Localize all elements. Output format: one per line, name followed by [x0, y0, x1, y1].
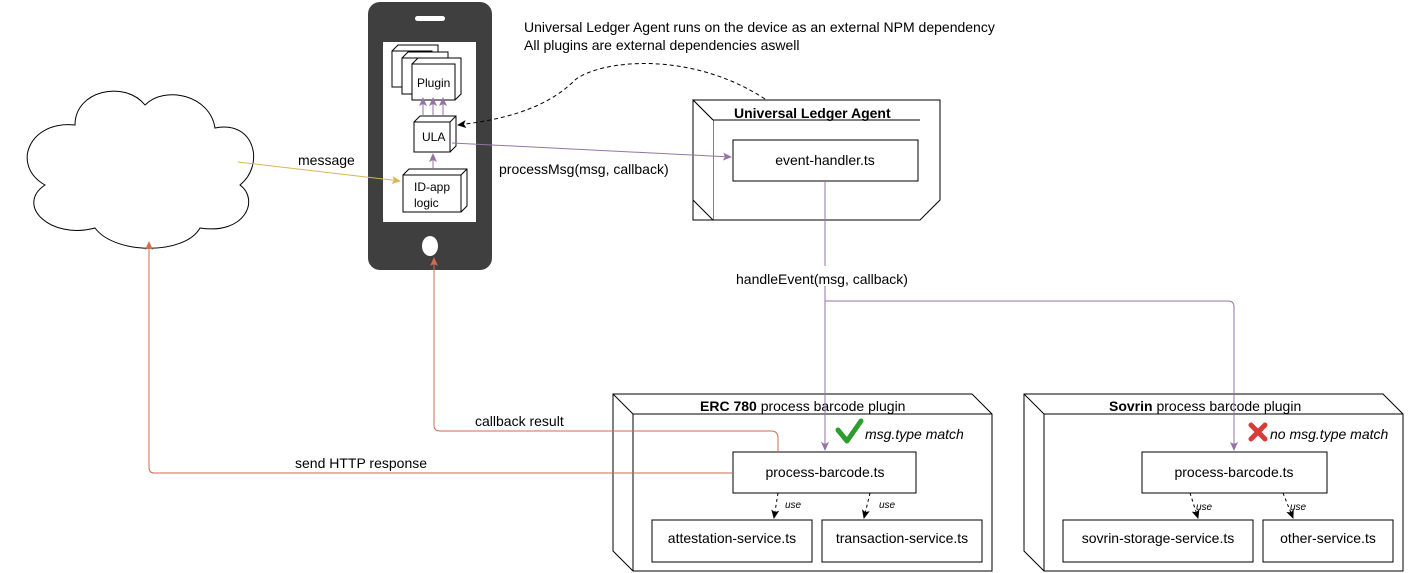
sovrin-use-arrow-2	[1282, 492, 1294, 519]
message-label: message	[298, 152, 355, 168]
plugin-label: Plugin	[417, 76, 450, 90]
check-icon	[835, 418, 864, 444]
event-handler-box	[732, 139, 919, 182]
process-msg-arrow	[451, 142, 732, 161]
erc-process-box	[732, 451, 917, 494]
sovrin-use-arrow-1	[1189, 492, 1200, 519]
sovrin-service2-box	[1262, 519, 1394, 563]
sovrin-node-title: Sovrin process barcode plugin	[1109, 398, 1301, 414]
idapp-label-2: logic	[414, 196, 439, 210]
handle-event-arrow-sovrin	[825, 300, 1238, 451]
send-http-label: send HTTP response	[295, 455, 427, 471]
erc-match-text: msg.type match	[865, 426, 964, 442]
erc-node-title: ERC 780 process barcode plugin	[700, 398, 905, 414]
sovrin-use-label-1: use	[1196, 502, 1213, 513]
dashed-reference-curve	[457, 63, 766, 129]
idapp-label-1: ID-app	[414, 180, 450, 194]
cross-icon	[1248, 422, 1268, 442]
erc-service1-box	[651, 519, 813, 563]
send-http-arrow	[145, 241, 733, 474]
message-arrow	[237, 161, 401, 185]
erc-service2-box	[821, 519, 983, 563]
note-line-1: Universal Ledger Agent runs on the devic…	[524, 19, 995, 35]
process-msg-label: processMsg(msg, callback)	[499, 161, 669, 177]
erc-service2-label: transaction-service.ts	[836, 530, 968, 546]
sovrin-service2-label: other-service.ts	[1280, 530, 1376, 546]
handle-event-label: handleEvent(msg, callback)	[736, 271, 908, 287]
callback-result-arrow	[430, 257, 779, 452]
plugin-stack	[391, 44, 462, 101]
sovrin-nomatch-text: no msg.type match	[1270, 426, 1388, 442]
note-line-2: All plugins are external dependencies as…	[524, 37, 800, 53]
sovrin-process-box	[1141, 451, 1328, 494]
ula-node-title: Universal Ledger Agent	[734, 105, 891, 121]
idapp-box	[402, 168, 468, 213]
sovrin-use-label-2: use	[1290, 502, 1307, 513]
erc-use-label-2: use	[879, 500, 896, 511]
erc-service1-label: attestation-service.ts	[668, 530, 796, 546]
sovrin-service1-label: sovrin-storage-service.ts	[1082, 530, 1235, 546]
erc-process-label: process-barcode.ts	[765, 464, 884, 480]
ula-box	[413, 115, 457, 153]
ula-label: ULA	[422, 130, 445, 144]
erc-use-label-1: use	[785, 500, 802, 511]
erc-use-arrow-1	[771, 492, 780, 519]
sovrin-process-label: process-barcode.ts	[1174, 464, 1293, 480]
erc-use-arrow-2	[861, 492, 871, 519]
sovrin-service1-box	[1062, 519, 1254, 563]
event-handler-label: event-handler.ts	[775, 152, 875, 168]
callback-result-label: callback result	[475, 413, 564, 429]
cloud-shape	[26, 90, 255, 249]
